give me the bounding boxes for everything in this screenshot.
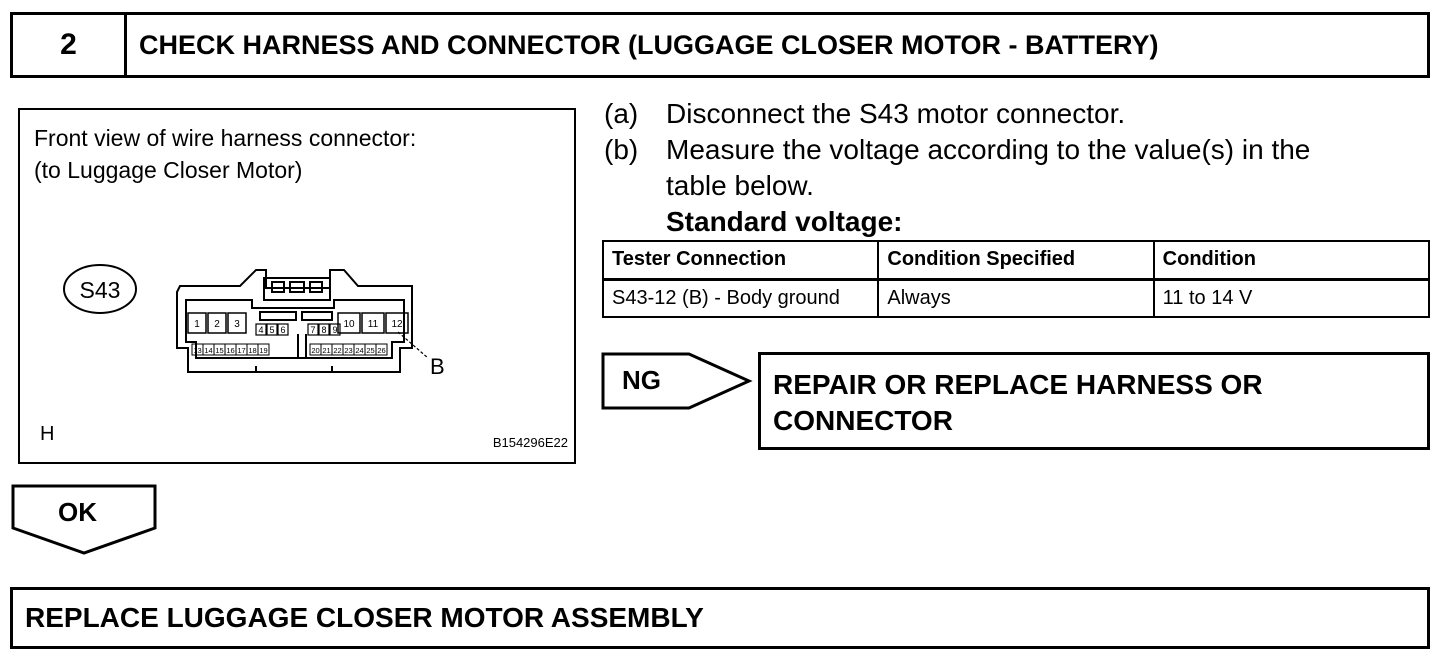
connector-illustration: Front view of wire harness connector: (t…	[18, 108, 576, 464]
pin-label: 23	[344, 346, 352, 355]
pin-label: 7	[310, 325, 315, 335]
pin-label: 4	[258, 325, 263, 335]
figure-caption-line2: (to Luggage Closer Motor)	[34, 157, 303, 183]
connector-id-label: S43	[80, 277, 121, 303]
connector-drawing: S43 1 2 3	[63, 264, 445, 379]
figure-corner-letter: H	[40, 423, 55, 445]
table-cell: 11 to 14 V	[1152, 278, 1431, 318]
pin-label: 16	[226, 346, 234, 355]
pin-label: 21	[322, 346, 330, 355]
standard-voltage-table: Tester Connection Condition Specified Co…	[601, 240, 1431, 318]
table-cell: Always	[877, 278, 1155, 318]
pin-callout-label: B	[430, 354, 445, 379]
pin-label: 22	[333, 346, 341, 355]
pin-label: 24	[355, 346, 363, 355]
step-number: 2	[13, 15, 127, 75]
connector-id-oval	[63, 264, 137, 314]
step-header: 2 CHECK HARNESS AND CONNECTOR (LUGGAGE C…	[10, 12, 1430, 78]
figure-code: B154296E22	[492, 435, 568, 450]
instruction-tag: (b)	[604, 134, 639, 165]
instruction-text: Disconnect the S43 motor connector.	[666, 98, 1126, 129]
ng-arrow-icon	[601, 352, 753, 410]
pin-label: 12	[391, 319, 403, 330]
pin-group-top-mid: 4 5 6 7 8 9	[255, 323, 341, 336]
pin-group-bottom-right: 20 21 22 23 24 25 26	[309, 343, 388, 356]
table-cell: S43-12 (B) - Body ground	[601, 278, 880, 318]
table-header-cell: Tester Connection	[601, 240, 880, 281]
pin-label: 18	[248, 346, 256, 355]
instruction-text: Measure the voltage according to the val…	[666, 134, 1311, 201]
pin-label: 19	[259, 346, 267, 355]
ng-label: NG	[622, 365, 661, 395]
table-header-row: Tester Connection Condition Specified Co…	[601, 240, 1431, 281]
instruction-tag: (a)	[604, 98, 639, 129]
pin-group-top-right: 10 11 12	[337, 312, 409, 334]
figure-caption: Front view of wire harness connector: (t…	[34, 122, 416, 186]
pin-label: 8	[321, 325, 326, 335]
pin-label: 25	[366, 346, 374, 355]
instruction-item: (b) Measure the voltage according to the…	[604, 132, 1404, 204]
ng-action-line1: REPAIR OR REPLACE HARNESS OR	[773, 369, 1263, 400]
pin-label: 15	[215, 346, 223, 355]
pin-label: 20	[311, 346, 319, 355]
pin-label: 5	[269, 325, 274, 335]
figure-caption-line1: Front view of wire harness connector:	[34, 125, 417, 151]
pin-label: 17	[237, 346, 245, 355]
pin-label: 11	[368, 319, 379, 330]
pin-label: 1	[194, 319, 200, 330]
table-row: S43-12 (B) - Body ground Always 11 to 14…	[601, 278, 1431, 318]
pin-label: 14	[204, 346, 212, 355]
instruction-item: (a) Disconnect the S43 motor connector.	[604, 96, 1404, 132]
pin-label: 6	[280, 325, 285, 335]
standard-voltage-label: Standard voltage:	[666, 206, 903, 237]
pin-label: 9	[332, 325, 337, 335]
pin-group-top-left: 1 2 3	[187, 312, 247, 334]
pin-label: 26	[377, 346, 385, 355]
pin-callout-line	[397, 331, 429, 359]
step-title: CHECK HARNESS AND CONNECTOR (LUGGAGE CLO…	[139, 29, 1159, 60]
pin-label: 13	[193, 346, 201, 355]
instructions: (a) Disconnect the S43 motor connector. …	[604, 96, 1404, 240]
pin-group-bottom-left: 13 14 15 16 17 18 19	[191, 343, 270, 356]
ok-action-box: REPLACE LUGGAGE CLOSER MOTOR ASSEMBLY	[10, 587, 1430, 649]
connector-body	[176, 269, 413, 373]
table-header-cell: Condition	[1152, 240, 1431, 281]
pin-label: 3	[234, 319, 240, 330]
ok-arrow-icon	[11, 484, 157, 555]
table-header-cell: Condition Specified	[877, 240, 1155, 281]
pin-label: 2	[214, 319, 220, 330]
ok-label: OK	[58, 497, 97, 527]
pin-label: 10	[343, 319, 355, 330]
ng-action-box: REPAIR OR REPLACE HARNESS OR CONNECTOR	[758, 352, 1430, 450]
ng-action-line2: CONNECTOR	[773, 405, 953, 436]
